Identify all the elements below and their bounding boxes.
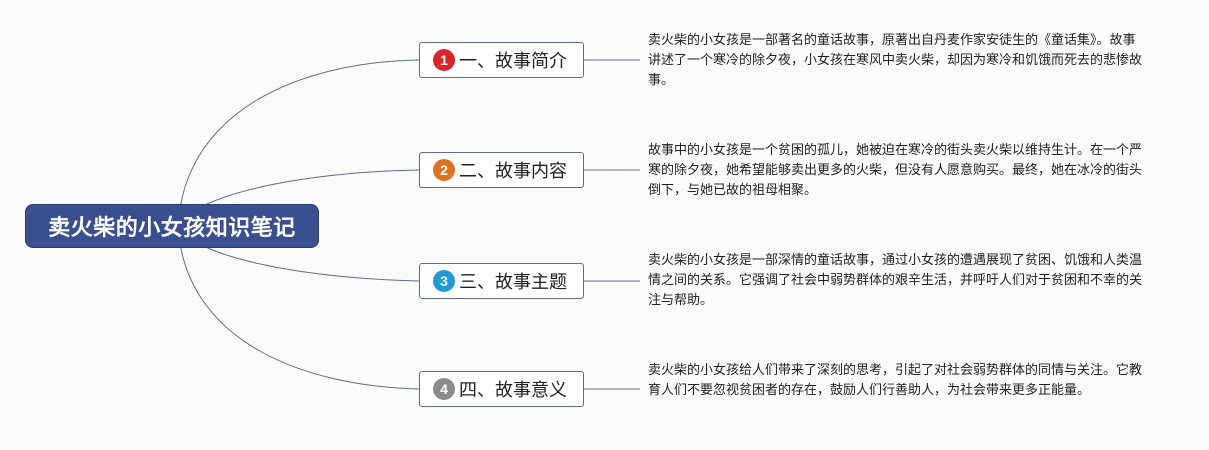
connector-root-topic-4 bbox=[177, 225, 420, 390]
number-3-icon: 3 bbox=[433, 270, 455, 292]
topic-label: 一、故事简介 bbox=[459, 51, 567, 72]
root-topic[interactable]: 卖火柴的小女孩知识笔记 bbox=[25, 204, 319, 248]
number-4-icon: 4 bbox=[433, 378, 455, 400]
number-1-icon: 1 bbox=[433, 49, 455, 71]
topic-label: 四、故事意义 bbox=[459, 380, 567, 401]
topic-label: 三、故事主题 bbox=[459, 272, 567, 293]
note-story-content: 故事中的小女孩是一个贫困的孤儿，她被迫在寒冷的街头卖火柴以维持生计。在一个严寒的… bbox=[648, 143, 1143, 198]
connector-root-topic-1 bbox=[177, 59, 420, 227]
topic-story-theme[interactable]: 3 三、故事主题 bbox=[419, 263, 584, 299]
topic-story-intro[interactable]: 1 一、故事简介 bbox=[419, 42, 584, 78]
note-story-meaning: 卖火柴的小女孩给人们带来了深刻的思考，引起了对社会弱势群体的同情与关注。它教育人… bbox=[648, 363, 1143, 398]
topic-label: 二、故事内容 bbox=[459, 161, 567, 182]
topic-story-meaning[interactable]: 4 四、故事意义 bbox=[419, 371, 584, 407]
root-topic-title: 卖火柴的小女孩知识笔记 bbox=[48, 216, 296, 241]
topic-story-content[interactable]: 2 二、故事内容 bbox=[419, 152, 584, 188]
note-story-theme: 卖火柴的小女孩是一部深情的童话故事，通过小女孩的遭遇展现了贫困、饥饿和人类温情之… bbox=[648, 253, 1143, 308]
note-story-intro: 卖火柴的小女孩是一部著名的童话故事，原著出自丹麦作家安徒生的《童话集》。故事讲述… bbox=[648, 33, 1143, 88]
number-2-icon: 2 bbox=[433, 159, 455, 181]
